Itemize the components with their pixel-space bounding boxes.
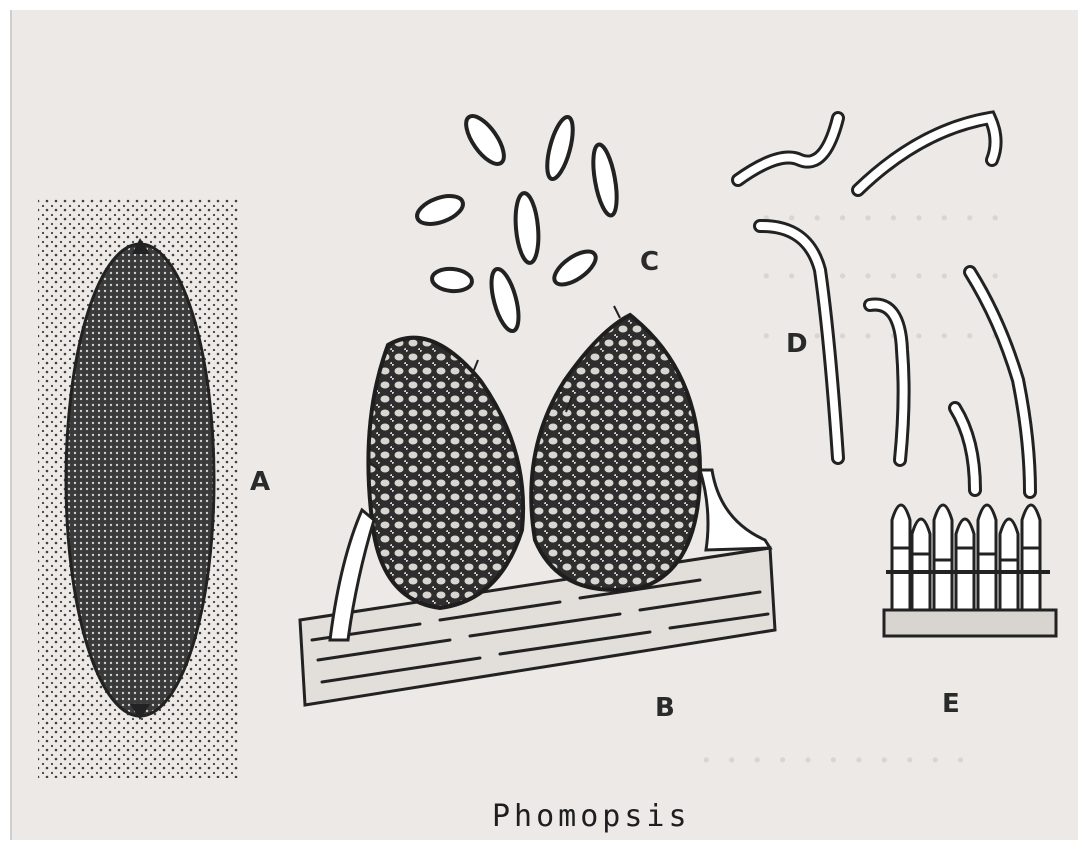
label-d: D [786,329,808,359]
svg-text:· · · · · · · · · · ·: · · · · · · · · · · · [700,738,967,784]
panel-b-pycnidia [300,306,775,705]
panel-a-pycnidium-surface [38,198,238,778]
label-a: A [250,467,270,497]
conidiophore-cell [1000,519,1018,610]
panel-e-conidiophores [884,505,1056,636]
conidiophore-cell [978,505,996,610]
conidiophore-cell [1022,505,1040,610]
conidiophore-cell [892,505,910,610]
figure-caption: Phomopsis [492,799,691,834]
conidiophore-cell [912,519,930,610]
label-c: C [640,247,659,277]
label-b: B [655,693,675,723]
panel-c-alpha-conidia [413,110,621,334]
conidiophore-cell [934,505,952,610]
panel-d-beta-conidia [738,118,1030,492]
label-e: E [942,689,960,719]
conidiophore-cell [956,519,974,610]
